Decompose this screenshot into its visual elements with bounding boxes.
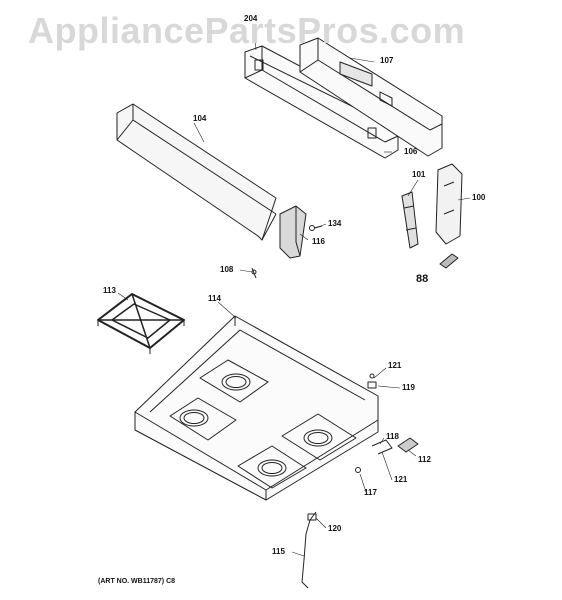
- side-bracket-part: [279, 205, 307, 259]
- clip-119-part: [367, 373, 377, 389]
- leader-lines: [117, 23, 471, 557]
- callout-119: 119: [402, 383, 415, 392]
- callout-104: 104: [193, 114, 207, 123]
- screw-117-part: [355, 467, 361, 473]
- burner-grate-part: [97, 293, 185, 354]
- callout-115: 115: [272, 547, 285, 556]
- electrode-112-part: [397, 437, 419, 453]
- callout-121-top: 121: [388, 361, 402, 370]
- callout-112: 112: [418, 455, 431, 464]
- callout-88: 88: [416, 273, 429, 285]
- callout-114: 114: [208, 294, 221, 303]
- callout-108: 108: [220, 265, 234, 274]
- backsplash-bracket-part: [244, 45, 399, 159]
- spring-clip-118-part: [371, 439, 393, 455]
- screw-108-part: [251, 267, 257, 279]
- support-rod-part: [301, 511, 317, 589]
- manifold-panel-part: [299, 37, 443, 157]
- callout-204: 204: [244, 14, 258, 23]
- callout-117: 117: [364, 488, 377, 497]
- callout-101: 101: [412, 170, 426, 179]
- callout-113: 113: [103, 286, 116, 295]
- bracket-101-part: [401, 191, 419, 249]
- callout-134: 134: [328, 219, 342, 228]
- front-trim-part: [116, 103, 277, 241]
- callout-116: 116: [312, 237, 325, 246]
- side-panel-100-part: [435, 163, 463, 245]
- cooktop-main-part: [134, 315, 379, 501]
- callout-107: 107: [380, 56, 394, 65]
- callout-100: 100: [472, 193, 486, 202]
- orifice-88-part: [439, 253, 459, 269]
- callout-121-bottom: 121: [394, 475, 408, 484]
- callout-118: 118: [386, 432, 399, 441]
- callout-106: 106: [404, 147, 418, 156]
- callout-120: 120: [328, 524, 342, 533]
- watermark-text: AppliancePartsPros.com: [28, 10, 466, 51]
- art-number: (ART NO. WB11787) C8: [98, 578, 176, 585]
